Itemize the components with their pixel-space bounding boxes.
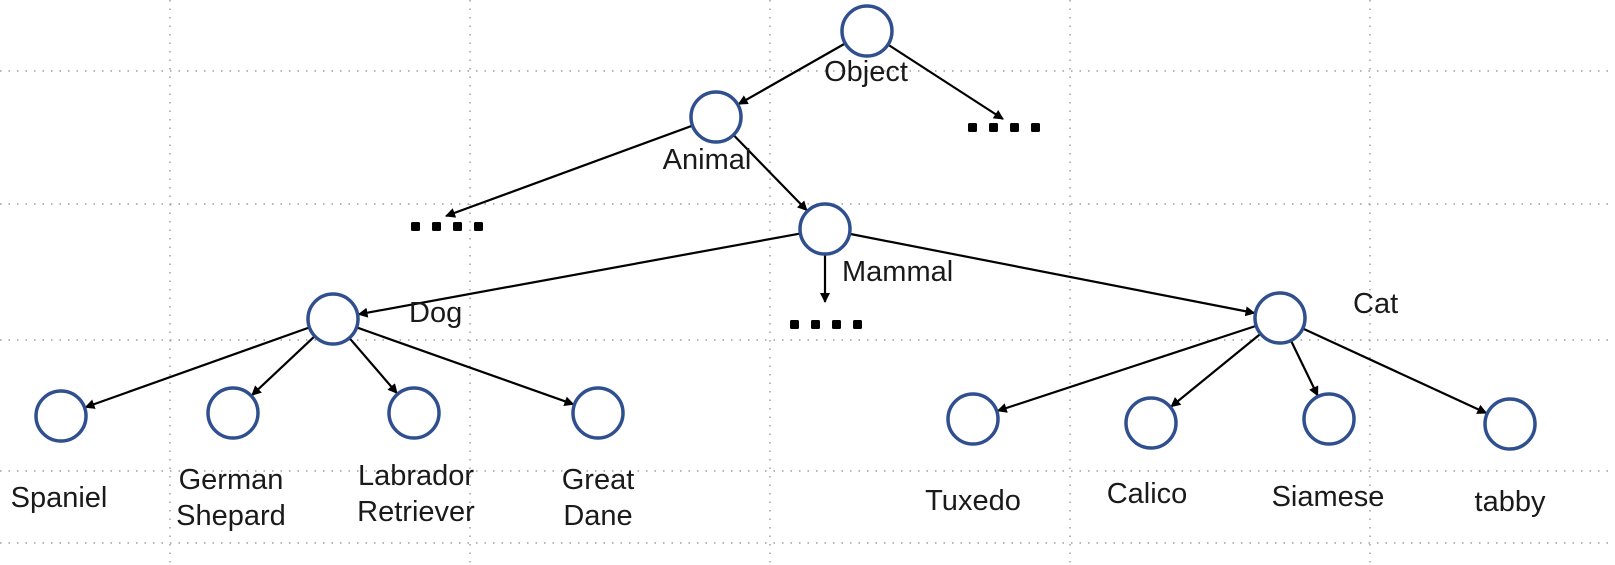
node-mammal <box>798 202 852 256</box>
edge-animal-to-mammal <box>733 134 808 212</box>
label-line: Shepard <box>176 500 286 532</box>
ellipsis-dot <box>853 320 862 329</box>
label-spaniel: Spaniel <box>11 482 108 514</box>
node-object <box>840 4 894 58</box>
node-great-dane <box>571 386 625 440</box>
ellipsis-dot <box>968 123 977 132</box>
ellipsis-object <box>968 123 1040 132</box>
label-tuxedo: Tuxedo <box>925 485 1021 517</box>
node-tuxedo <box>946 392 1000 446</box>
edges <box>84 42 1488 415</box>
edge-dog-to-labrador-retriever <box>349 337 398 395</box>
ellipsis-dot <box>1010 123 1019 132</box>
label-line: Great <box>562 464 635 496</box>
ellipsis-dot <box>1031 123 1040 132</box>
node-tabby <box>1483 397 1537 451</box>
node-calico <box>1124 396 1178 450</box>
edge-dog-to-great-dane <box>357 326 575 407</box>
label-dog: Dog <box>409 297 462 329</box>
ellipsis-dot <box>453 222 462 231</box>
node-labrador-retriever <box>387 386 441 440</box>
label-siamese: Siamese <box>1272 481 1385 513</box>
label-line: German <box>179 464 284 496</box>
edge-object-to-ellipsis-object <box>888 44 1004 120</box>
ellipses <box>411 123 1040 329</box>
node-siamese <box>1302 392 1356 446</box>
label-object: Object <box>824 56 908 88</box>
node-cat <box>1253 291 1307 345</box>
nodes <box>34 4 1537 451</box>
node-animal <box>689 90 743 144</box>
ellipsis-dot <box>989 123 998 132</box>
node-dog <box>306 292 360 346</box>
label-cat: Cat <box>1353 288 1398 320</box>
edge-cat-to-tuxedo <box>996 325 1256 413</box>
edge-cat-to-siamese <box>1290 340 1319 397</box>
label-tabby: tabby <box>1475 486 1546 518</box>
label-line: Dane <box>563 500 632 532</box>
ellipsis-dot <box>832 320 841 329</box>
label-line: Labrador <box>358 460 474 492</box>
ellipsis-mammal <box>790 320 862 329</box>
edge-cat-to-tabby <box>1303 327 1488 415</box>
ellipsis-dot <box>432 222 441 231</box>
label-animal: Animal <box>663 144 752 176</box>
ellipsis-dot <box>474 222 483 231</box>
ellipsis-animal <box>411 222 483 231</box>
edge-cat-to-calico <box>1170 333 1261 408</box>
edge-mammal-to-cat <box>850 232 1256 317</box>
node-german-shepard <box>206 386 260 440</box>
edge-mammal-to-dog <box>357 232 800 318</box>
edge-object-to-animal <box>737 42 845 106</box>
edge-dog-to-german-shepard <box>251 336 315 396</box>
label-line: Retriever <box>357 496 475 528</box>
ellipsis-dot <box>811 320 820 329</box>
edge-dog-to-spaniel <box>84 326 309 409</box>
ellipsis-dot <box>411 222 420 231</box>
edge-animal-to-ellipsis-animal <box>445 124 692 218</box>
label-calico: Calico <box>1107 478 1188 510</box>
node-spaniel <box>34 389 88 443</box>
ellipsis-dot <box>790 320 799 329</box>
label-mammal: Mammal <box>842 256 953 288</box>
